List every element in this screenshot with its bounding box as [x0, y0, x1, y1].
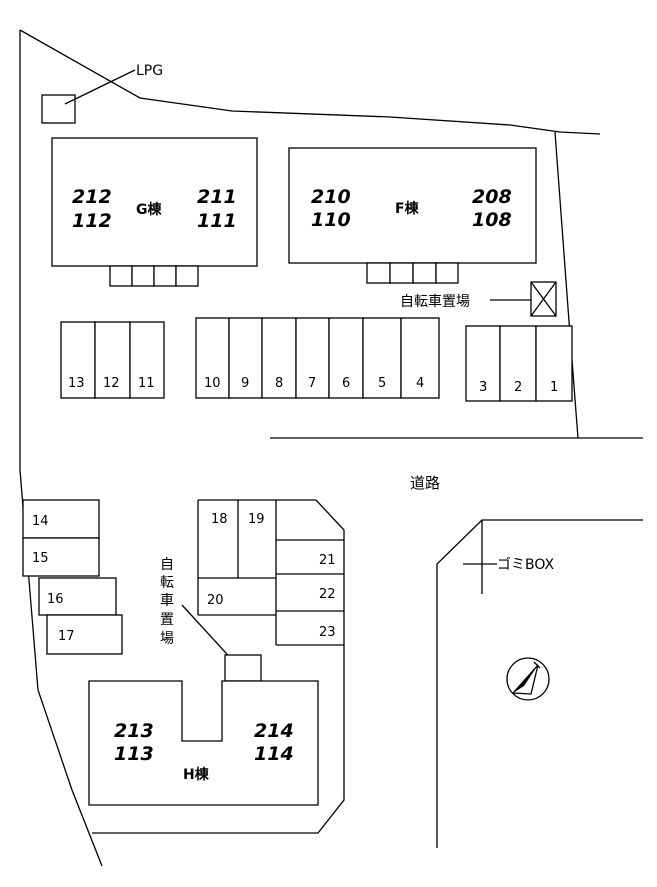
bike-label-char-5: 場 [160, 631, 174, 647]
unit-214: 214 [254, 720, 294, 742]
parking-20: 20 [207, 593, 224, 608]
lpg-label: LPG [136, 63, 163, 79]
bike-parking-north: 自転車置場 [400, 281, 557, 317]
unit-213: 213 [114, 720, 154, 742]
lpg-tank: LPG [41, 63, 163, 124]
parking-23: 23 [319, 625, 336, 640]
bike-label-char-1: 自 [160, 557, 174, 573]
unit-114: 114 [254, 743, 294, 765]
road-label: 道路 [410, 474, 440, 492]
parking-9: 9 [241, 376, 249, 391]
parking-south-block: 18 19 20 21 22 23 [197, 499, 345, 679]
parking-row-west: 13 12 11 [60, 321, 165, 399]
unit-211: 211 [197, 186, 237, 208]
building-f: 210 110 F棟 208 108 [288, 147, 537, 284]
unit-212: 212 [72, 186, 112, 208]
parking-5: 5 [378, 376, 386, 391]
parking-17: 17 [58, 629, 75, 644]
bike-label-char-4: 置 [160, 612, 174, 628]
parking-3: 3 [479, 380, 487, 395]
parking-19: 19 [248, 512, 265, 527]
parking-12: 12 [103, 376, 120, 391]
parking-1: 1 [550, 380, 558, 395]
bike-parking-south: 自 転 車 置 場 [160, 557, 262, 682]
parking-row-center: 10 9 8 7 6 5 4 [195, 317, 440, 399]
unit-108: 108 [472, 209, 512, 231]
parking-13: 13 [68, 376, 85, 391]
unit-112: 112 [72, 210, 112, 232]
garbage-area: ゴミBOX [436, 519, 643, 848]
parking-west-column: 14 15 16 17 [22, 499, 123, 655]
parking-14: 14 [32, 514, 49, 529]
parking-21: 21 [319, 553, 336, 568]
unit-111: 111 [197, 210, 237, 232]
parking-10: 10 [204, 376, 221, 391]
garbage-box-label: ゴミBOX [497, 556, 554, 573]
building-f-name: F棟 [395, 200, 420, 217]
parking-18: 18 [211, 512, 228, 527]
building-h-name: H棟 [183, 766, 210, 783]
unit-210: 210 [311, 186, 351, 208]
parking-2: 2 [514, 380, 522, 395]
building-g: 212 112 G棟 211 111 [51, 137, 258, 287]
parking-11: 11 [138, 376, 155, 391]
parking-16: 16 [47, 592, 64, 607]
unit-113: 113 [114, 743, 154, 765]
unit-110: 110 [311, 209, 351, 231]
site-boundary [19, 29, 643, 867]
parking-row-east: 3 2 1 [465, 325, 573, 402]
bike-parking-label: 自転車置場 [400, 293, 470, 310]
parking-6: 6 [342, 376, 350, 391]
north-arrow-icon [506, 657, 550, 701]
parking-8: 8 [275, 376, 283, 391]
building-h: 213 113 H棟 214 114 [88, 679, 345, 834]
parking-22: 22 [319, 587, 336, 602]
parking-7: 7 [308, 376, 316, 391]
parking-15: 15 [32, 551, 49, 566]
bike-label-char-2: 転 [160, 575, 174, 591]
bike-label-char-3: 車 [160, 592, 174, 609]
building-g-name: G棟 [136, 201, 162, 218]
unit-208: 208 [472, 186, 512, 208]
parking-4: 4 [416, 376, 424, 391]
